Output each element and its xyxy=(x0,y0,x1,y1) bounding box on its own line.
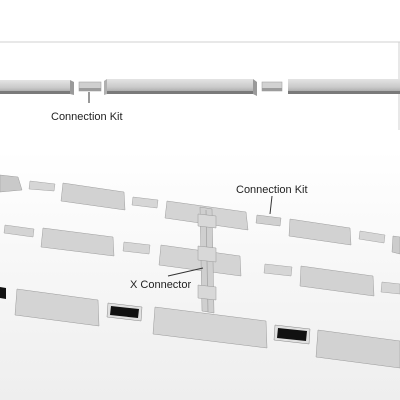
row1-connection-kit xyxy=(255,214,282,227)
row3-module xyxy=(152,306,268,349)
top-connection-kit-piece xyxy=(78,81,102,92)
row1-module xyxy=(0,174,23,193)
row1-module xyxy=(391,235,400,255)
row2-module xyxy=(3,224,35,238)
top-rail-right xyxy=(288,79,400,94)
top-connection-kit-label: Connection Kit xyxy=(51,111,123,123)
row1-module xyxy=(358,230,386,244)
top-view: Connection Kit xyxy=(0,41,400,130)
row3-black-inner xyxy=(110,306,139,318)
bottom-connection-kit-label: Connection Kit xyxy=(236,184,308,196)
x-connector-spine xyxy=(197,206,217,314)
top-rail-middle xyxy=(104,79,257,96)
top-connector-piece-2 xyxy=(261,81,283,92)
bottom-connection-kit-leader xyxy=(269,195,273,215)
row3-black-module xyxy=(0,287,6,299)
row1-module xyxy=(28,180,56,192)
row3-module xyxy=(14,288,100,327)
row2-module xyxy=(299,265,375,297)
row1-module xyxy=(131,196,159,209)
bottom-view: Connection Kit X Connector xyxy=(0,150,400,400)
row2-module xyxy=(40,227,115,257)
row2-module xyxy=(380,281,400,295)
row2-module xyxy=(122,241,151,255)
top-rail-left xyxy=(0,80,74,95)
x-connector-leader xyxy=(167,267,204,277)
row2-module xyxy=(263,263,293,277)
row1-module xyxy=(288,218,352,246)
row-2 xyxy=(3,224,400,297)
row3-module xyxy=(315,329,400,369)
row1-module xyxy=(60,182,126,211)
row3-black-inner xyxy=(277,328,307,341)
x-connector-label: X Connector xyxy=(130,279,191,291)
row-3 xyxy=(0,287,400,369)
